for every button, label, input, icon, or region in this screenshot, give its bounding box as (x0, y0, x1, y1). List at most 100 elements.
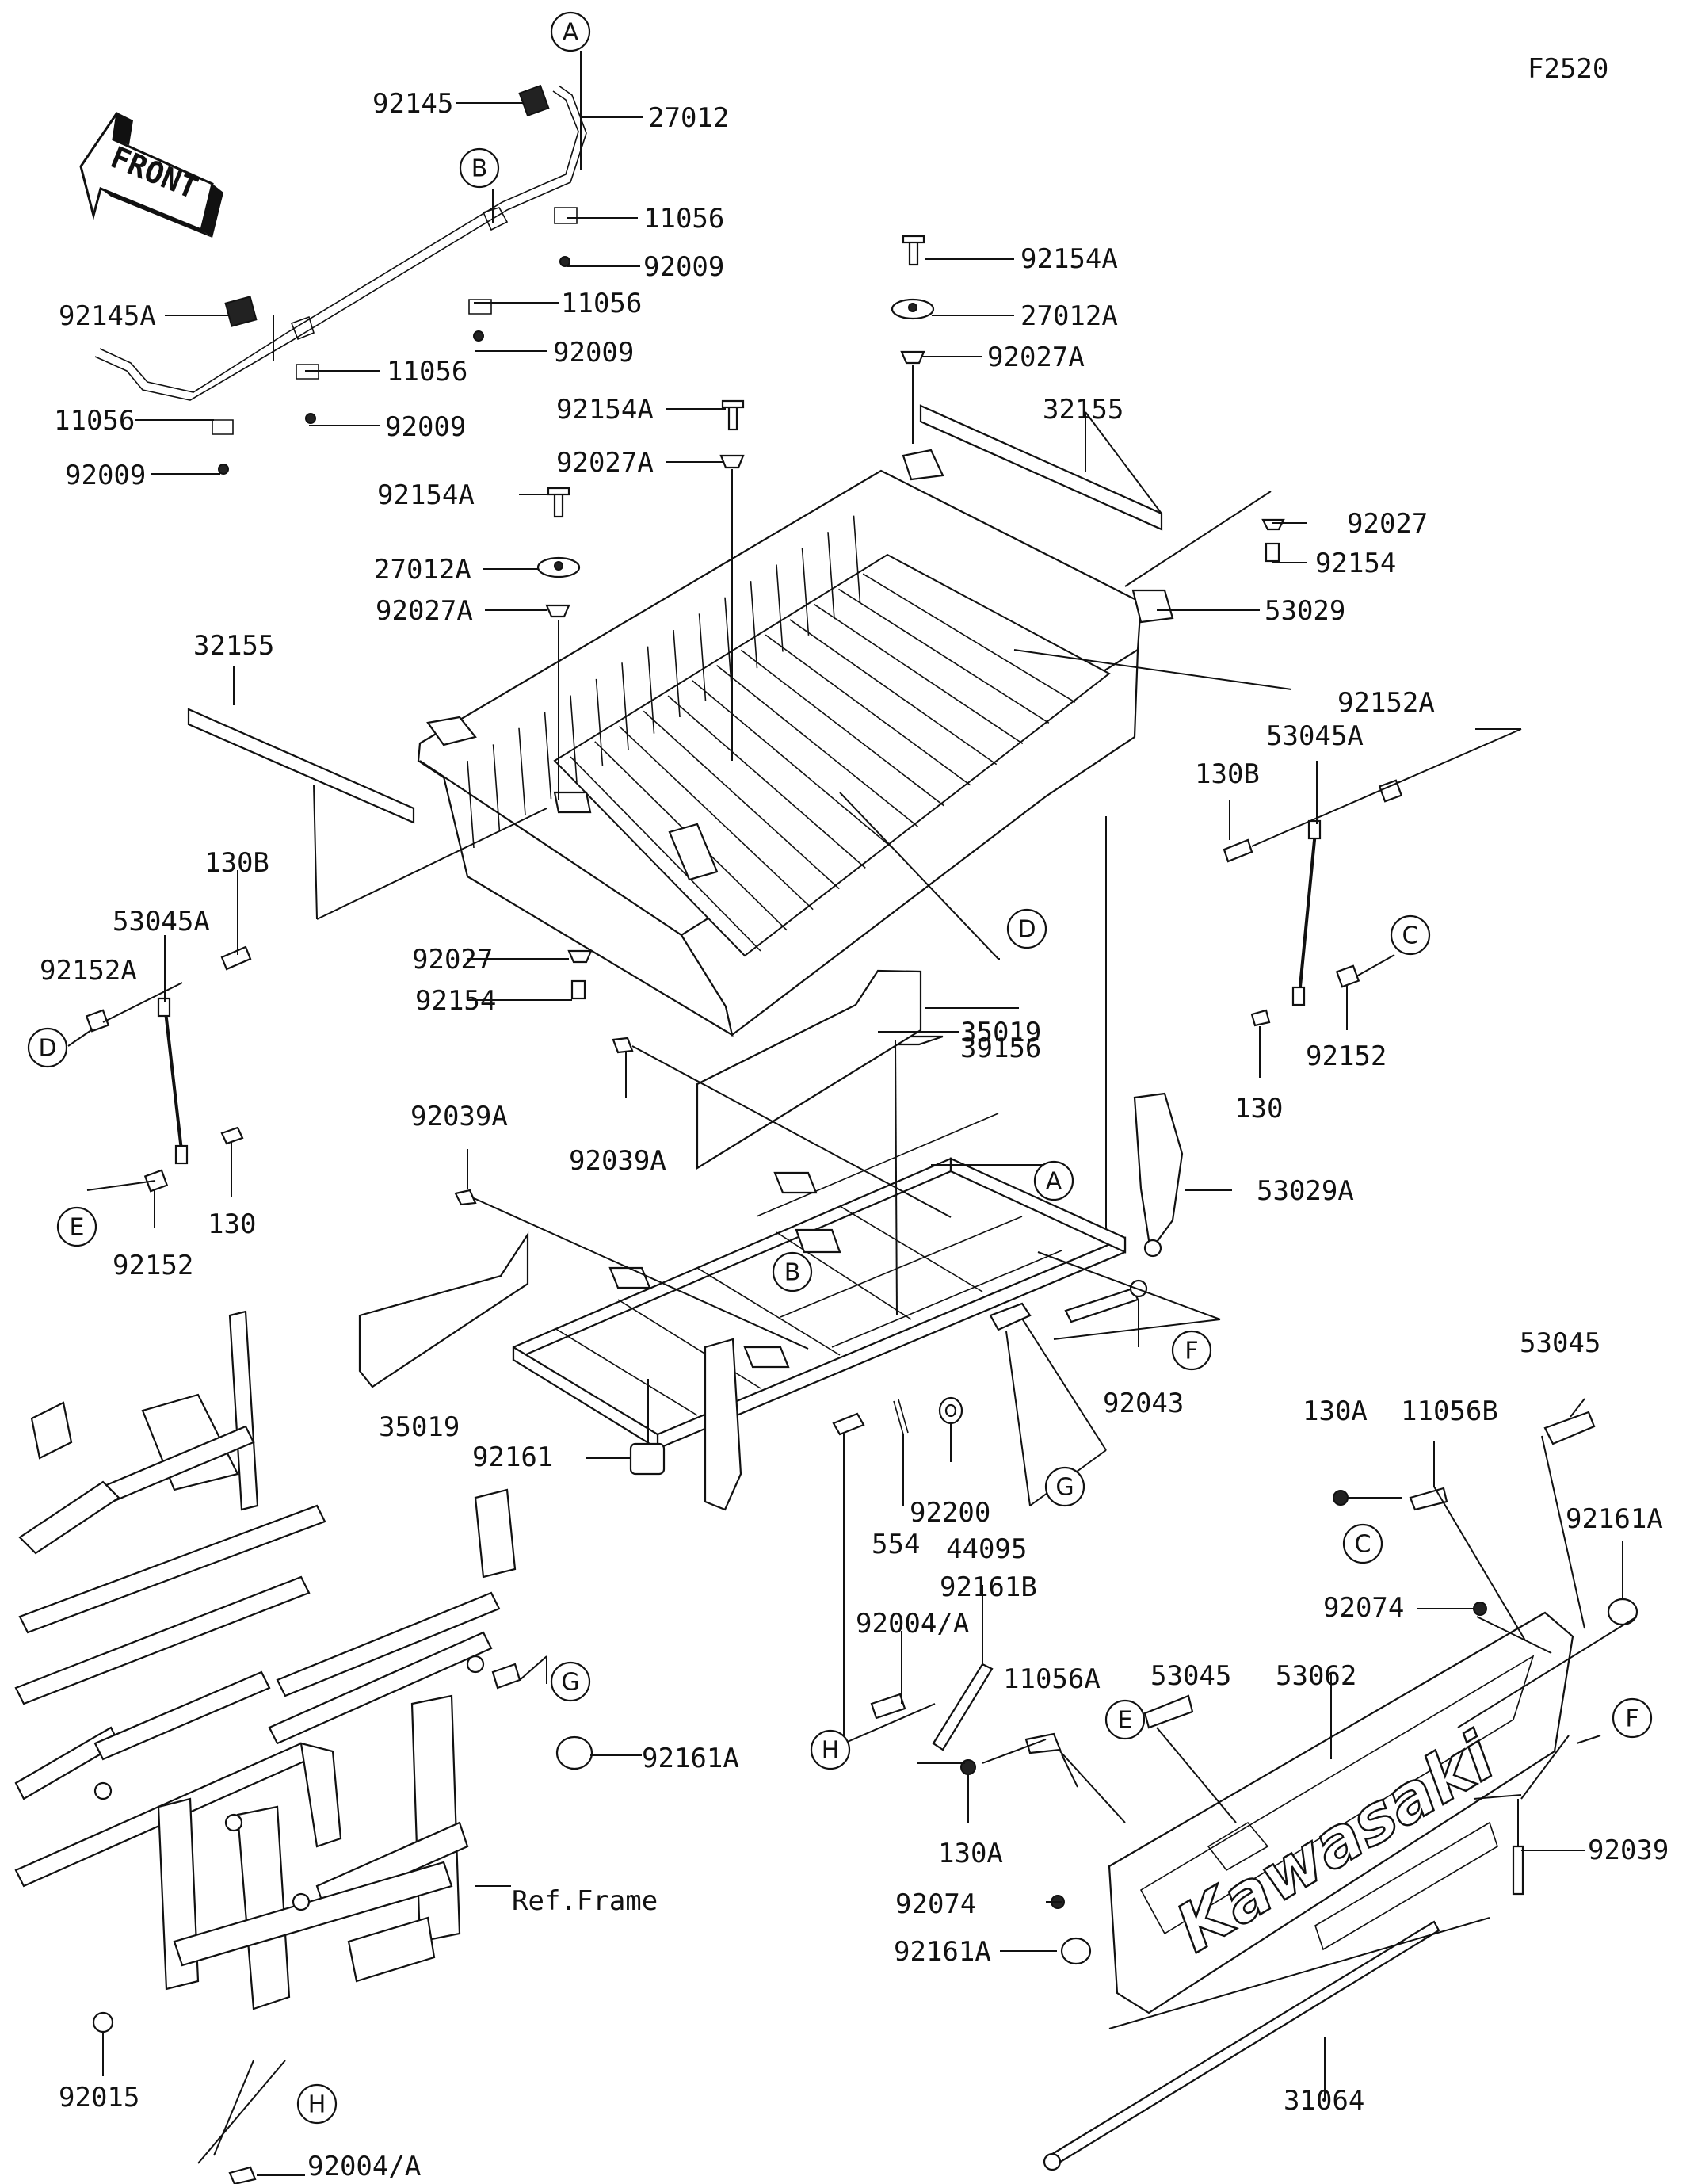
part-label-32155-a: 32155 (1043, 394, 1123, 426)
part-label-130A-a: 130A (1303, 1396, 1368, 1427)
callout-circle (810, 1729, 851, 1770)
spring-icon (518, 84, 550, 117)
part-label-92027-a: 92027 (1347, 508, 1428, 540)
callout-circle (550, 11, 591, 52)
callout-C-gate: C (1342, 1523, 1383, 1564)
part-label-92015: 92015 (59, 2082, 139, 2113)
callout-circle (1390, 914, 1431, 956)
part-label-53045A-a: 53045A (1266, 720, 1364, 752)
part-label-92152A-a: 92152A (1337, 687, 1435, 719)
part-label-92009-a: 92009 (643, 251, 724, 283)
callout-letter: C (1355, 1531, 1371, 1559)
part-label-130B-a: 130B (1195, 758, 1260, 790)
callout-F-gate: F (1612, 1697, 1653, 1739)
part-label-53045-b: 53045 (1150, 1660, 1231, 1692)
callout-letter: A (563, 19, 579, 47)
callout-D-left: D (27, 1027, 68, 1068)
part-label-53029: 53029 (1265, 595, 1345, 627)
callout-letter: F (1185, 1338, 1198, 1365)
callout-E-gate: E (1104, 1699, 1146, 1740)
callout-letter: G (1055, 1474, 1074, 1502)
part-label-11056-d: 11056 (54, 405, 135, 437)
part-label-130B-b: 130B (204, 847, 269, 879)
part-label-27012A-a: 27012A (1020, 300, 1118, 332)
front-arrow-icon: FRONT (79, 112, 223, 238)
part-label-92161A-b: 92161A (642, 1743, 739, 1774)
callout-B-top: B (459, 147, 500, 189)
part-label-35019-a: 35019 (960, 1017, 1041, 1048)
part-label-53045-a: 53045 (1520, 1327, 1600, 1359)
part-label-27012: 27012 (648, 102, 729, 134)
callout-E-left: E (56, 1206, 97, 1247)
callout-letter: B (784, 1259, 801, 1287)
part-label-92039A-b: 92039A (569, 1145, 666, 1177)
callout-letter: D (1017, 916, 1036, 944)
part-label-92154-b: 92154 (415, 985, 496, 1017)
part-label-92161: 92161 (472, 1441, 553, 1473)
part-label-130A-b: 130A (938, 1838, 1003, 1869)
callout-B-sub: B (772, 1251, 813, 1292)
callout-circle (1033, 1160, 1074, 1201)
cable-left (85, 945, 252, 1193)
part-label-92074-b: 92074 (895, 1888, 976, 1920)
part-label-92145: 92145 (372, 88, 453, 120)
part-label-92039A-a: 92039A (410, 1101, 508, 1132)
cargo-bed (417, 449, 1174, 1037)
part-label-11056A: 11056A (1003, 1663, 1101, 1695)
part-label-92039: 92039 (1588, 1835, 1669, 1866)
callout-circle (550, 1661, 591, 1702)
vehicle-frame (14, 1310, 593, 2184)
callout-A-top: A (550, 11, 591, 52)
callout-letter: F (1625, 1705, 1638, 1733)
part-label-92152-a: 92152 (1306, 1040, 1387, 1072)
part-label-53029A: 53029A (1257, 1175, 1354, 1207)
part-label-92154A-c: 92154A (377, 479, 475, 511)
callout-letter: E (70, 1214, 85, 1242)
skid-plate-left (358, 1231, 529, 1388)
callout-circle (1171, 1330, 1212, 1371)
part-label-92027A-a: 92027A (987, 342, 1085, 373)
sub-frame (454, 1035, 1184, 1511)
callout-circle (1612, 1697, 1653, 1739)
callout-H-mid: H (810, 1729, 851, 1770)
grommet-icon (224, 296, 258, 327)
part-label-92152A-b: 92152A (40, 955, 137, 987)
callout-circle (1006, 908, 1047, 949)
callout-letter: C (1402, 922, 1419, 950)
part-label-92009-b: 92009 (553, 337, 634, 368)
part-label-92154-a: 92154 (1315, 548, 1396, 579)
part-label-39156: 39156 (960, 1033, 1041, 1064)
bed-rail-right (919, 404, 1163, 531)
callout-F-sub: F (1171, 1330, 1212, 1371)
callout-letter: B (471, 155, 488, 183)
callout-letter: D (38, 1035, 56, 1063)
part-label-31064: 31064 (1284, 2085, 1364, 2117)
part-label-53045A-b: 53045A (113, 906, 210, 937)
part-label-92154A-b: 92154A (556, 394, 654, 426)
part-label-92004A-a: 92004/A (856, 1608, 969, 1640)
callout-circle (772, 1251, 813, 1292)
callout-letter: H (822, 1737, 840, 1765)
part-label-11056-a: 11056 (643, 203, 724, 235)
diagram-code: F2520 (1528, 53, 1608, 85)
callout-D-bed: D (1006, 908, 1047, 949)
part-label-27012A-b: 27012A (374, 554, 471, 586)
part-label-ref-frame: Ref.Frame (512, 1885, 658, 1917)
part-label-92161B: 92161B (940, 1571, 1037, 1603)
callout-A-sub: A (1033, 1160, 1074, 1201)
part-label-92161A-a: 92161A (1566, 1503, 1663, 1535)
callout-circle (27, 1027, 68, 1068)
skid-plate-right (696, 969, 922, 1170)
callout-circle (1104, 1699, 1146, 1740)
part-label-92027-b: 92027 (412, 944, 493, 976)
part-label-44095: 44095 (946, 1533, 1027, 1565)
lock-rod-assembly (94, 84, 587, 475)
part-label-92004A-b: 92004/A (307, 2151, 421, 2182)
part-label-92154A-a: 92154A (1020, 243, 1118, 275)
callout-circle (1342, 1523, 1383, 1564)
callout-circle (296, 2083, 338, 2125)
part-label-92161A-c: 92161A (894, 1936, 991, 1968)
